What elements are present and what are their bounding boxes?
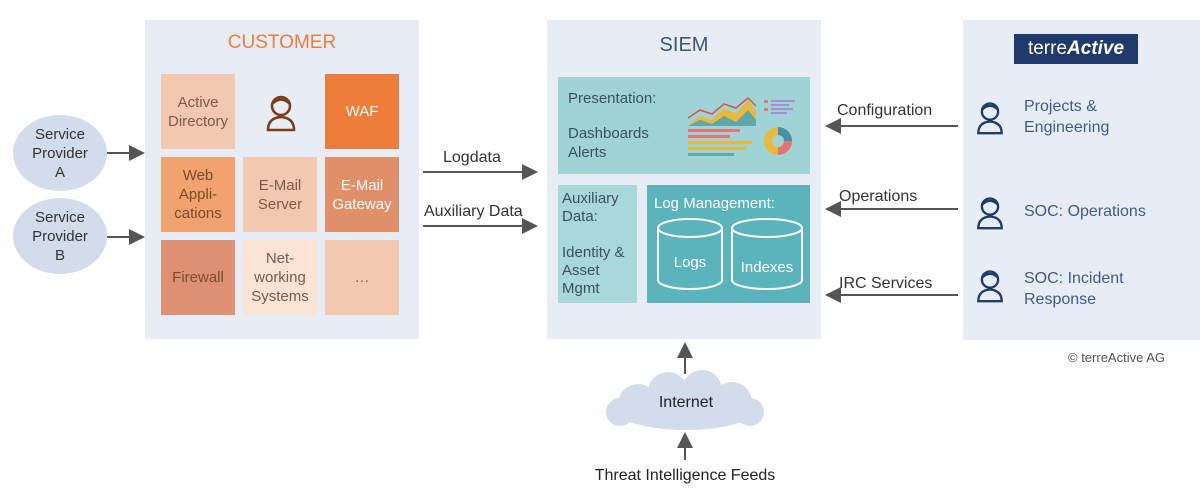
engineer-person-icon: [972, 98, 1008, 136]
flow-label-configuration: Configuration: [837, 102, 933, 119]
auxiliary-data-box: [558, 185, 637, 303]
flow-label-irc-services: IRC Services: [839, 275, 933, 292]
presentation-title: Presentation:: [568, 90, 657, 107]
role-projects-engineering: Projects & Engineering: [1024, 98, 1110, 136]
presentation-box: [558, 77, 810, 174]
auxiliary-data-text: Auxiliary Data: Identity & Asset Mgmt: [562, 190, 625, 297]
threat-intelligence-feeds-label: Threat Intelligence Feeds: [594, 467, 776, 484]
incident-person-icon: [972, 266, 1008, 304]
log-management-title: Log Management:: [654, 195, 775, 212]
tile-firewall: Firewall: [161, 240, 235, 315]
vendor-panel: [963, 20, 1200, 340]
database-icons: [657, 218, 803, 290]
tile-networking-systems: Net- working Systems: [243, 240, 317, 315]
tile-web-applications: Web Appli- cations: [161, 157, 235, 232]
presentation-text: Dashboards Alerts: [568, 125, 649, 161]
person-icon: [261, 92, 301, 132]
siem-title: SIEM: [659, 34, 709, 56]
tile-more: …: [325, 240, 399, 315]
internet-cloud-icon: [606, 370, 764, 430]
role-soc-incident-response: SOC: Incident Response: [1024, 270, 1124, 308]
tile-email-gateway: E-Mail Gateway: [325, 157, 399, 232]
tile-active-directory: Active Directory: [161, 74, 235, 149]
copyright: © terreActive AG: [1068, 350, 1165, 365]
indexes-label: Indexes: [740, 259, 794, 276]
internet-label: Internet: [658, 394, 714, 411]
flow-label-operations: Operations: [839, 188, 918, 205]
tile-waf: WAF: [325, 74, 399, 149]
customer-title: CUSTOMER: [227, 32, 337, 53]
logo-prefix: terre: [1027, 38, 1068, 59]
service-provider-b: Service Provider B: [13, 198, 107, 274]
flow-label-logdata: Logdata: [443, 149, 501, 166]
service-provider-a: Service Provider A: [13, 115, 107, 191]
dashboard-illustration-icon: [686, 96, 800, 162]
role-soc-operations: SOC: Operations: [1024, 203, 1146, 220]
tile-email-server: E-Mail Server: [243, 157, 317, 232]
flow-label-auxiliary: Auxiliary Data: [424, 203, 523, 220]
logo-suffix: Active: [1067, 38, 1125, 59]
operations-person-icon: [972, 193, 1008, 231]
logs-label: Logs: [673, 254, 707, 271]
